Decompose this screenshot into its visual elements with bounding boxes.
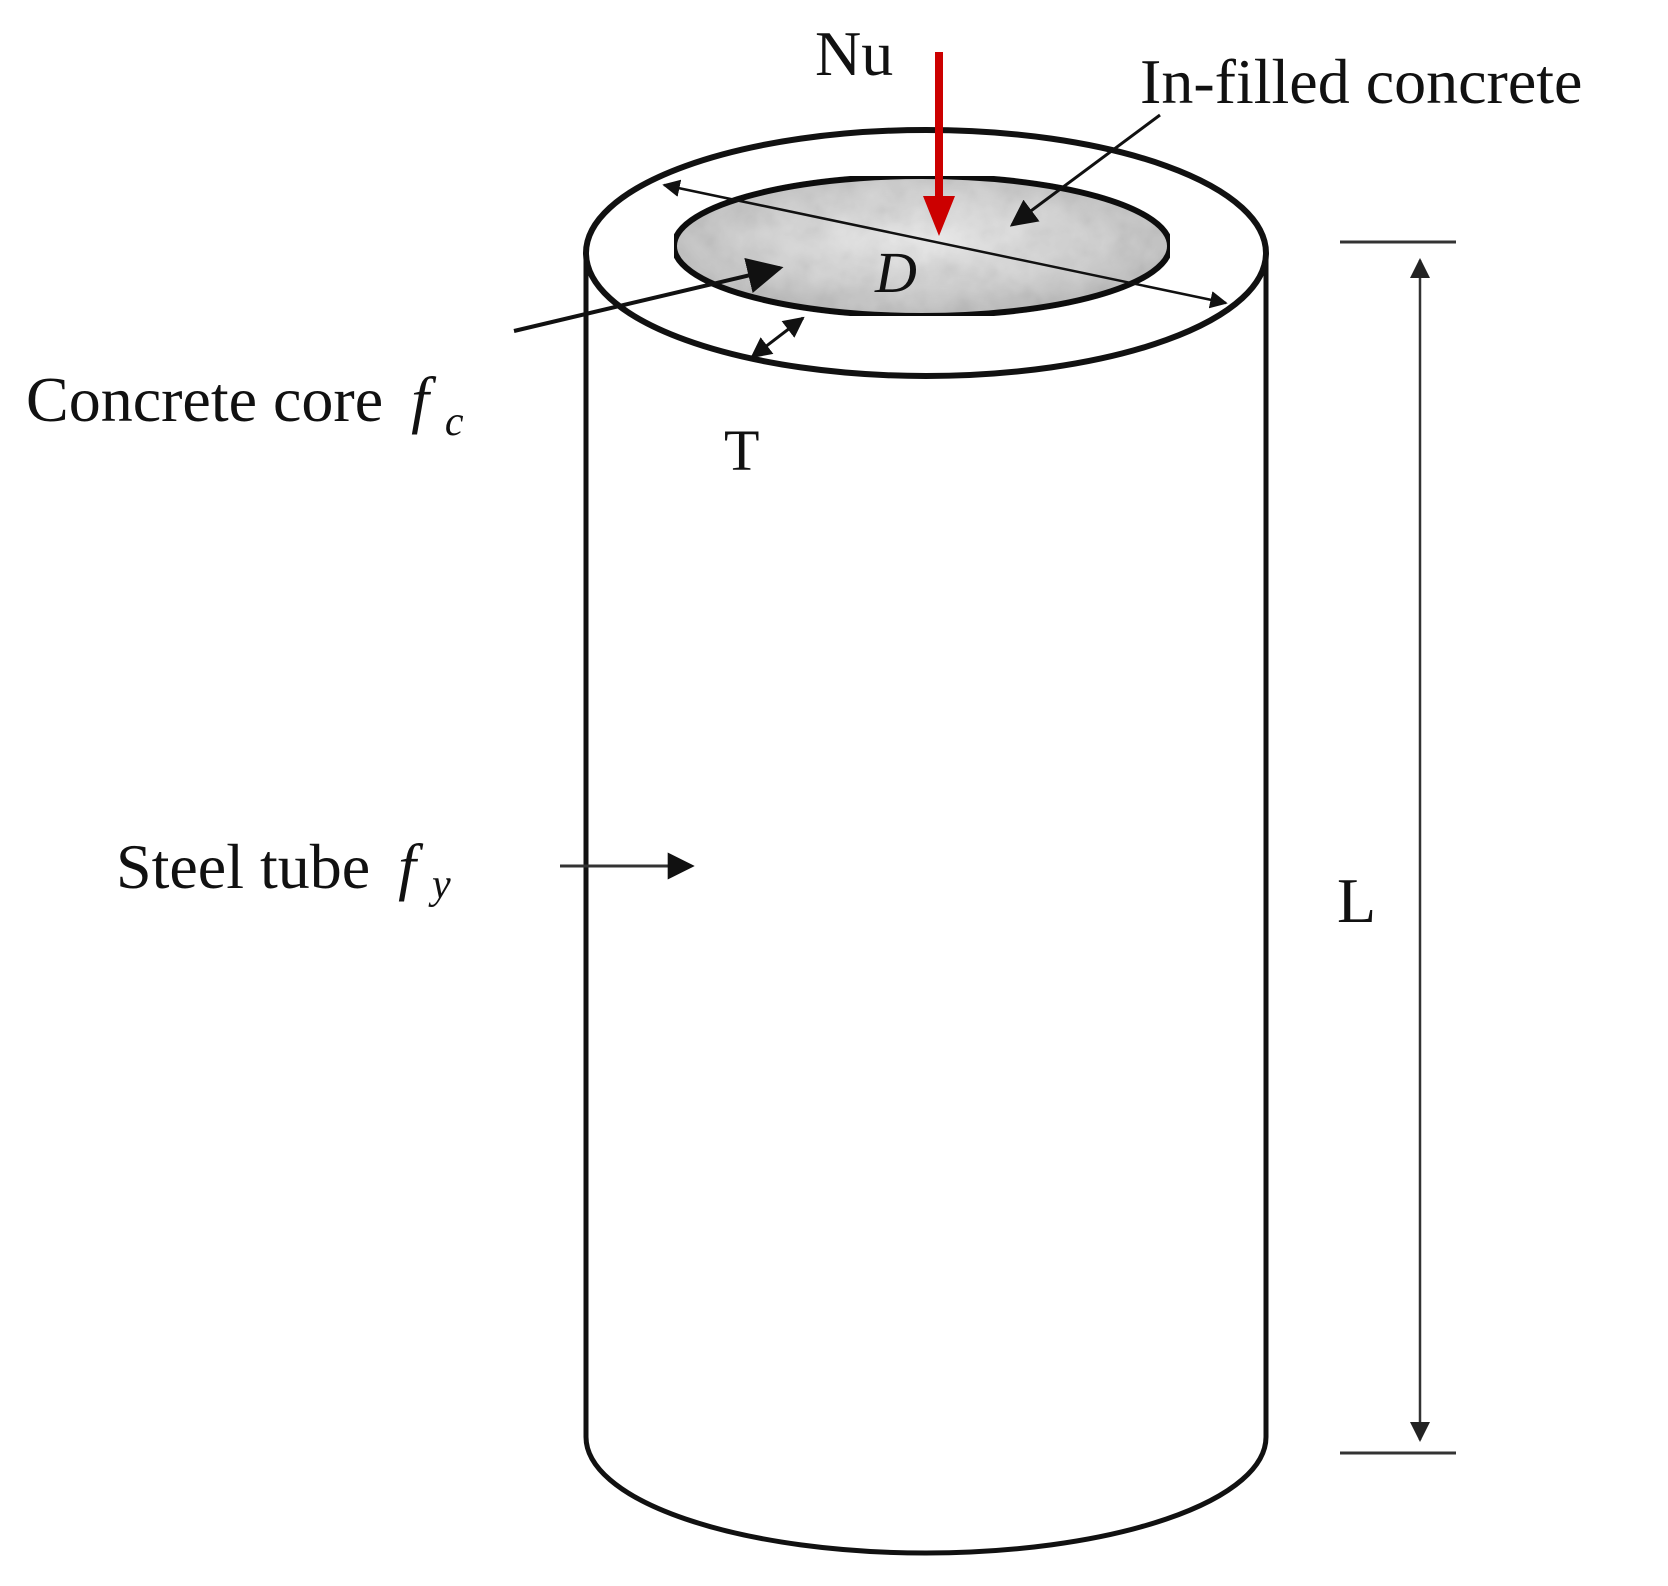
infilled-concrete-leader bbox=[1009, 113, 1161, 227]
concrete-core-text: Concrete core bbox=[26, 364, 383, 435]
load-label: Nu bbox=[815, 18, 893, 89]
axial-load-arrow bbox=[923, 52, 955, 236]
concrete-core-symbol: f bbox=[411, 364, 437, 435]
thickness-label: T bbox=[724, 418, 759, 483]
concrete-core-label: Concrete core f c bbox=[26, 364, 464, 445]
steel-tube-text: Steel tube bbox=[116, 831, 370, 902]
steel-tube-label: Steel tube f y bbox=[116, 831, 451, 908]
steel-tube-body bbox=[583, 253, 1269, 1556]
length-dimension bbox=[1340, 240, 1456, 1455]
diameter-label: D bbox=[874, 240, 917, 305]
thickness-dimension-arrow bbox=[750, 316, 805, 359]
steel-tube-symbol-sub: y bbox=[428, 862, 451, 908]
tube-bottom-arc bbox=[583, 1436, 1269, 1556]
concrete-core-symbol-sub: c bbox=[445, 399, 464, 445]
concrete-core-leader bbox=[513, 257, 784, 333]
infilled-concrete-label: In-filled concrete bbox=[1140, 46, 1582, 117]
steel-tube-symbol: f bbox=[398, 831, 424, 902]
length-label: L bbox=[1337, 865, 1376, 936]
concrete-core-surface bbox=[671, 173, 1173, 319]
diameter-dimension-line bbox=[662, 179, 1228, 309]
